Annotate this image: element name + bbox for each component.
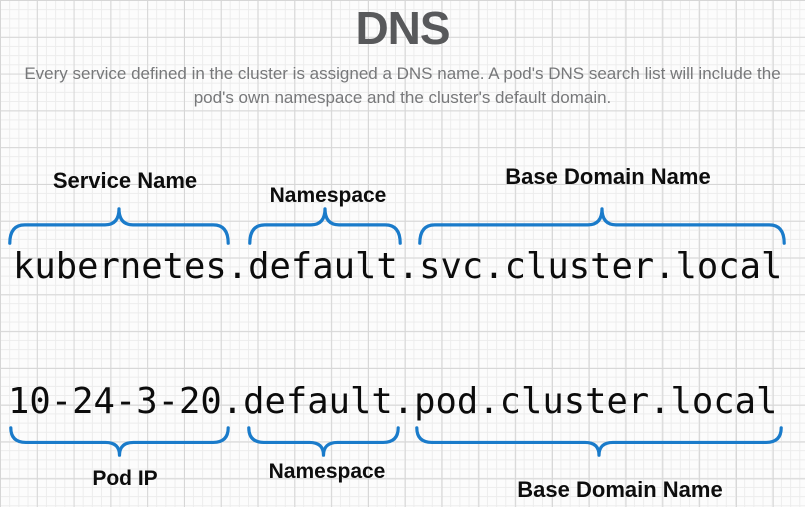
- page-description: Every service defined in the cluster is …: [0, 62, 805, 110]
- brace-pod-ip: [9, 426, 230, 457]
- label-namespace-top: Namespace: [269, 184, 387, 207]
- brace-base-domain-top: [418, 207, 786, 245]
- brace-namespace-top: [248, 207, 402, 245]
- description-line-1: Every service defined in the cluster is …: [24, 64, 781, 83]
- brace-namespace-bottom: [247, 426, 400, 457]
- label-pod-ip: Pod IP: [92, 467, 158, 490]
- description-line-2: pod's own namespace and the cluster's de…: [193, 88, 612, 107]
- label-base-domain-bottom: Base Domain Name: [517, 477, 723, 502]
- brace-base-domain-bottom: [415, 426, 783, 457]
- brace-service-name: [8, 207, 230, 245]
- label-service-name: Service Name: [52, 168, 198, 193]
- label-base-domain-top: Base Domain Name: [505, 164, 711, 189]
- service-dns-name: kubernetes.default.svc.cluster.local: [13, 246, 783, 287]
- label-namespace-bottom: Namespace: [268, 460, 386, 483]
- page-title: DNS: [355, 2, 450, 54]
- pod-dns-name: 10-24-3-20.default.pod.cluster.local: [8, 381, 778, 422]
